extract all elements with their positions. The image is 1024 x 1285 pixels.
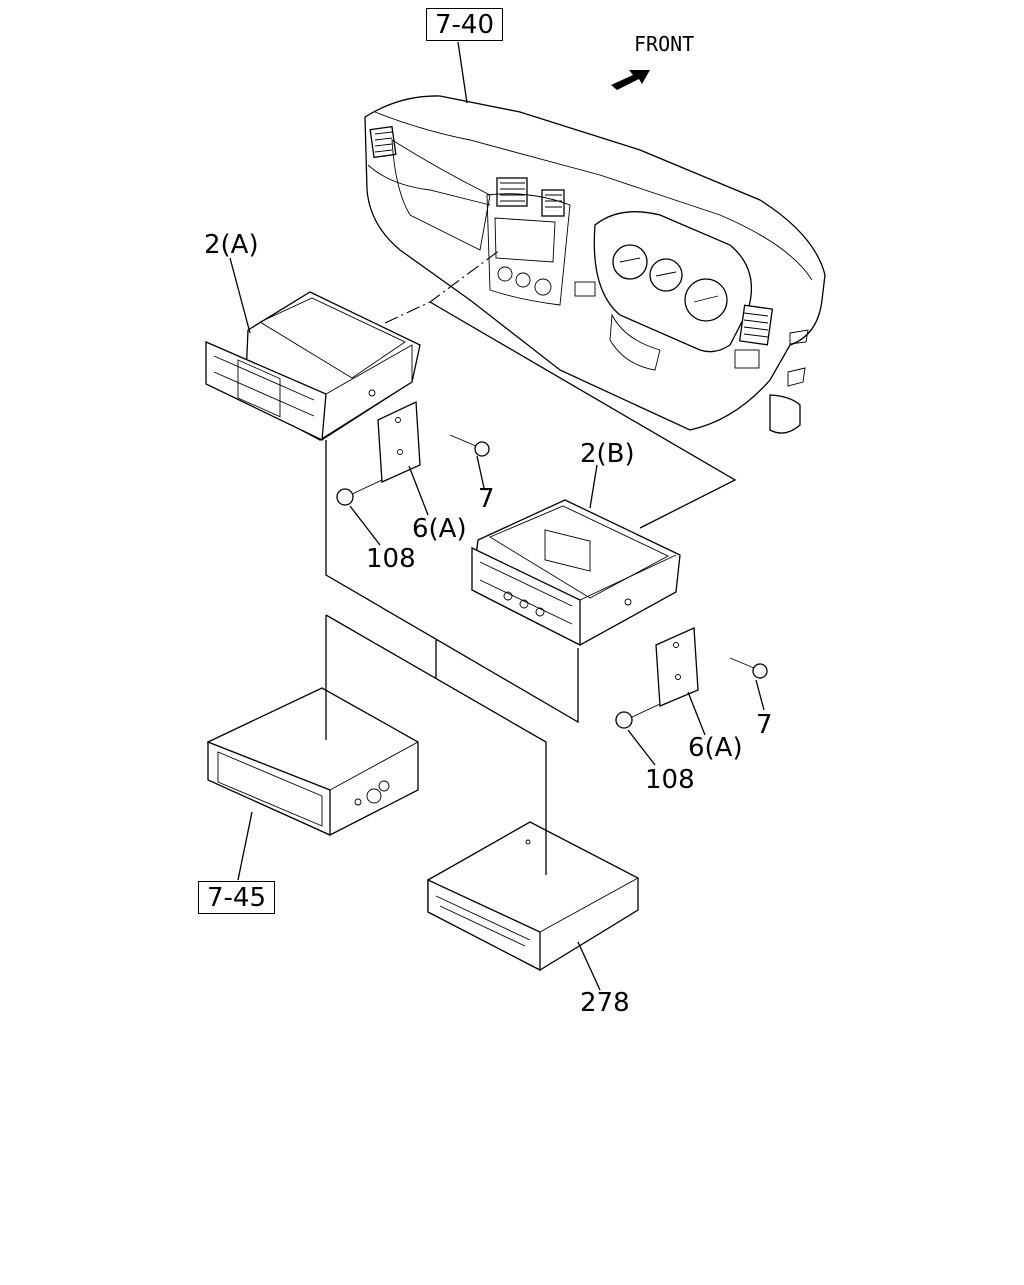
front-label: FRONT — [634, 32, 695, 56]
screw-7-upper — [449, 434, 490, 457]
bracket-6a-lower — [655, 627, 699, 707]
connection-lines — [325, 249, 737, 875]
label-bracket-6a-upper: 6(A) — [412, 514, 467, 544]
bolt-108-upper — [336, 479, 383, 506]
front-arrow-icon — [611, 70, 650, 90]
bracket-6a-upper — [377, 401, 421, 483]
ref-box-7-45[interactable]: 7-45 — [198, 881, 276, 914]
pocket-7-45 — [207, 687, 419, 837]
label-screw-7-upper: 7 — [478, 484, 495, 514]
ref-box-7-40[interactable]: 7-40 — [426, 8, 504, 41]
label-bolt-108-lower: 108 — [645, 765, 695, 795]
label-radio-2b: 2(B) — [580, 439, 635, 469]
label-radio-2a: 2(A) — [204, 230, 259, 260]
radio-2a — [205, 291, 421, 441]
radio-2b — [471, 499, 681, 647]
label-bolt-108-upper: 108 — [366, 544, 416, 574]
cd-unit-278 — [427, 821, 639, 972]
screw-7-lower — [729, 657, 768, 679]
label-screw-7-lower: 7 — [756, 710, 773, 740]
label-cd-unit-278: 278 — [580, 988, 630, 1018]
bolt-108-lower — [615, 703, 661, 729]
instrument-panel — [364, 95, 826, 434]
label-bracket-6a-lower: 6(A) — [688, 733, 743, 763]
